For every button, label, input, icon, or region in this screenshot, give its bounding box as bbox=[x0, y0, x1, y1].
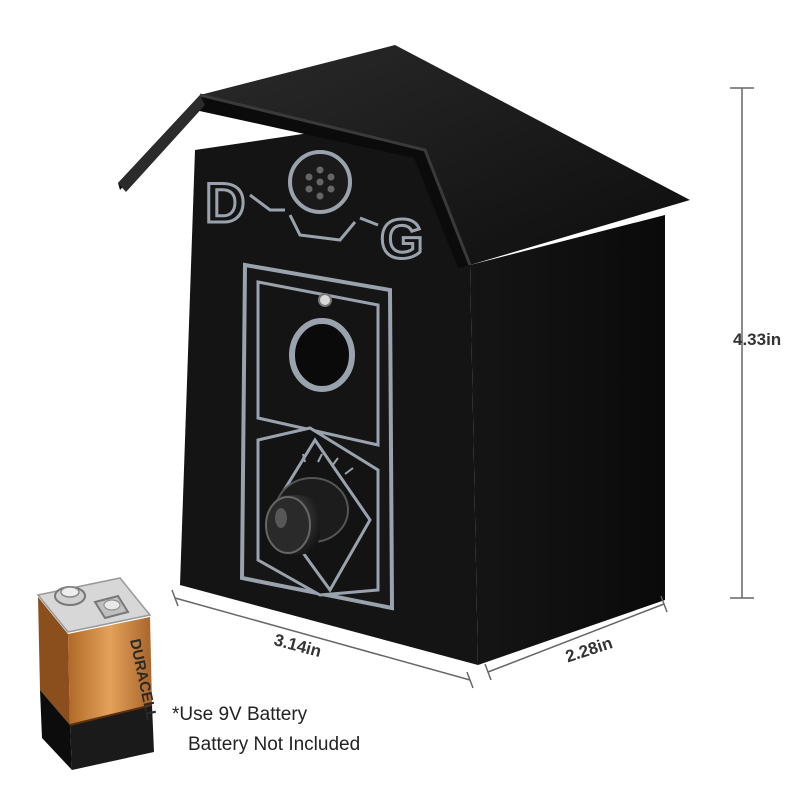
dimension-width bbox=[171, 589, 474, 689]
device-logo: D G bbox=[204, 150, 425, 272]
device-roof-edge bbox=[118, 95, 205, 192]
knob-cap bbox=[265, 496, 311, 554]
logo-letter-g: G bbox=[380, 207, 424, 270]
battery-terminal-positive bbox=[54, 586, 86, 606]
battery-note: *Use 9V Battery bbox=[172, 704, 308, 725]
battery-front-black bbox=[40, 690, 72, 770]
logo-letter-d: D bbox=[205, 171, 245, 234]
dimension-depth bbox=[484, 595, 668, 681]
dimension-depth-label: 2.28in bbox=[563, 633, 615, 666]
device-roof-top bbox=[200, 45, 690, 265]
bark-control-device: D G bbox=[118, 45, 690, 665]
knob-highlight bbox=[275, 508, 287, 528]
battery-not-included-note: Battery Not Included bbox=[188, 734, 361, 755]
battery-band-edge bbox=[69, 704, 153, 726]
battery-9v: DURACELL bbox=[36, 577, 160, 770]
speaker-holes bbox=[305, 166, 335, 200]
dimension-height-label: 4.33in bbox=[733, 330, 781, 349]
device-side-panel bbox=[470, 215, 665, 665]
dial-ticks bbox=[302, 453, 354, 475]
sensitivity-knob[interactable] bbox=[265, 477, 349, 555]
microphone-hole bbox=[289, 318, 355, 392]
battery-side-black bbox=[70, 705, 154, 770]
dimension-height bbox=[730, 87, 754, 599]
device-roof-ridge bbox=[199, 93, 472, 266]
led-indicator bbox=[318, 293, 332, 307]
battery-side-copper bbox=[68, 617, 152, 725]
battery-front-copper bbox=[38, 597, 70, 725]
battery-terminal-negative bbox=[93, 594, 130, 620]
device-roof-eave bbox=[118, 95, 470, 268]
logo-wave bbox=[249, 193, 379, 242]
dimension-width-label: 3.14in bbox=[272, 630, 323, 661]
